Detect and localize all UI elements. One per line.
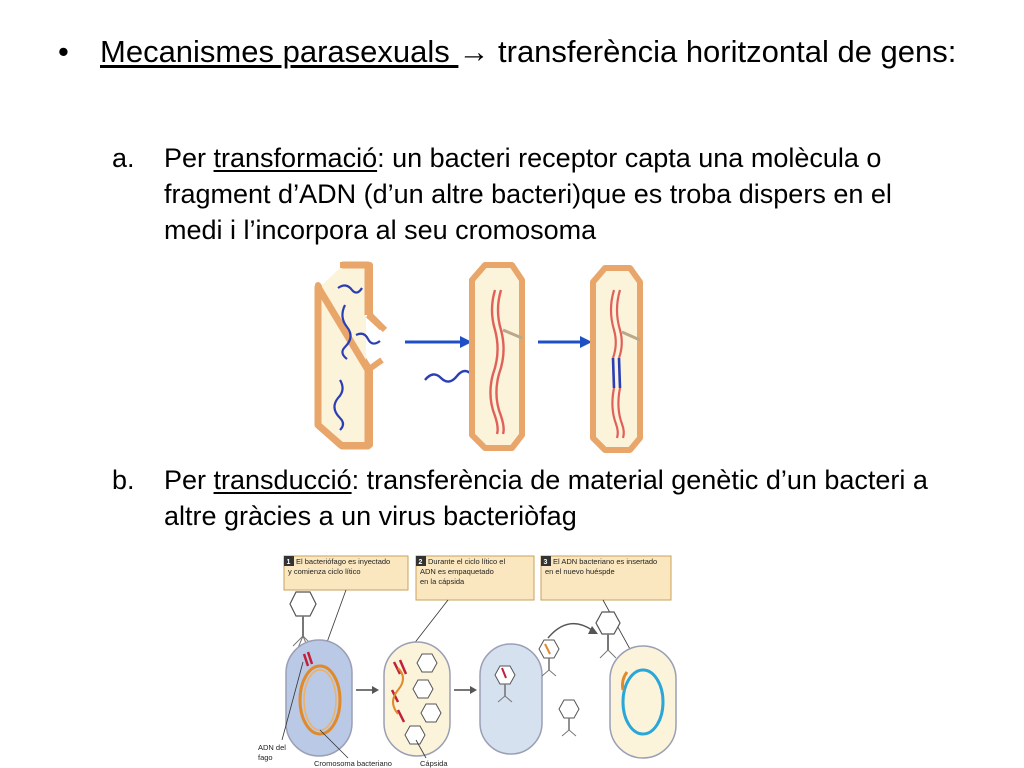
callout-number: 1 — [287, 559, 291, 566]
callout-line: El ADN bacteriano es insertado — [553, 557, 657, 566]
arrow-2 — [538, 336, 592, 348]
callout-line: El bacteriófago es inyectado — [296, 557, 390, 566]
right-arrow-icon: → — [458, 34, 490, 69]
lytic-cell — [383, 641, 451, 757]
callout-line: ADN es empaquetado — [420, 567, 494, 576]
bullet-rest: transferència horitzontal de gens: — [489, 34, 957, 69]
bullet-title: Mecanismes parasexuals — [100, 34, 459, 69]
item-text: : transferència de material genètic d’un… — [164, 465, 928, 531]
callout-number: 2 — [419, 559, 423, 566]
transformed-cell — [590, 265, 643, 453]
item-term: transformació — [213, 143, 378, 173]
bullet-dot: • — [58, 34, 69, 69]
item-text: : un bacteri receptor capta una molècula… — [164, 143, 892, 245]
main-bullet-text: Mecanismes parasexuals → transferència h… — [100, 30, 978, 74]
main-bullet: • Mecanismes parasexuals → transferència… — [58, 30, 978, 74]
item-prefix: Per — [164, 465, 214, 495]
item-term: transducció — [213, 465, 352, 495]
callout-3: 3 El ADN bacteriano es insertado en el n… — [540, 555, 672, 601]
item-prefix: Per — [164, 143, 214, 173]
item-marker: b. — [112, 465, 135, 495]
callout-line: y comienza ciclo lítico — [288, 567, 361, 576]
bacteriophage-2 — [595, 611, 621, 659]
item-content: Per transducció: transferència de materi… — [164, 462, 952, 534]
curved-arrow — [547, 622, 593, 639]
callout-number: 3 — [544, 559, 548, 566]
capsid-label: Cápsida — [420, 759, 448, 768]
lysing-cell — [479, 643, 543, 755]
phage-dna-label-2: fago — [258, 753, 273, 762]
callout-1: 1 El bacteriófago es inyectado y comienz… — [283, 555, 409, 591]
arrow-a — [356, 686, 379, 694]
arrow-b — [454, 686, 477, 694]
sub-item-transformation: a. Per transformació: un bacteri recepto… — [112, 140, 952, 248]
donor-uptake-cell — [314, 261, 388, 450]
phage-dna-label: ADN del — [258, 743, 286, 752]
item-content: Per transformació: un bacteri receptor c… — [164, 140, 952, 248]
callout-line: Durante el ciclo lítico el — [428, 557, 505, 566]
chromosome-label: Cromosoma bacteriano — [314, 759, 392, 768]
arrow-1 — [405, 336, 472, 348]
callout-2: 2 Durante el ciclo lítico el ADN es empa… — [415, 555, 535, 601]
released-phage — [538, 639, 560, 677]
transduction-diagram: 1 El bacteriófago es inyectado y comienz… — [248, 550, 708, 768]
recipient-cell — [469, 262, 525, 451]
callout-line: en la cápsida — [420, 577, 465, 586]
released-phage-2 — [558, 699, 580, 737]
new-host-cell — [609, 645, 677, 759]
free-dna-fragment — [424, 369, 474, 383]
transformation-diagram — [314, 261, 643, 453]
callout-line: en el nuevo huéspde — [545, 567, 615, 576]
sub-item-transduction: b. Per transducció: transferència de mat… — [112, 462, 952, 534]
bacteriophage-1 — [289, 591, 317, 649]
infected-cell — [285, 639, 353, 757]
item-marker: a. — [112, 143, 135, 173]
